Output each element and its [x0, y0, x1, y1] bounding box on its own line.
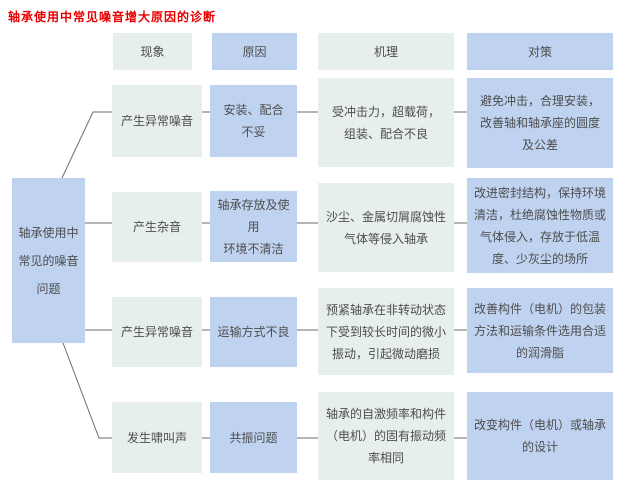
header-cause: 原因 [212, 33, 297, 70]
row1-countermeasure: 避免冲击，合理安装， 改善轴和轴承座的圆度 及公差 [467, 78, 613, 168]
row3-countermeasure: 改善构件（电机）的包装 方法和运输条件选用合适 的润滑脂 [467, 288, 613, 373]
row3-cause: 运输方式不良 [210, 297, 297, 367]
row1-phenomenon: 产生异常噪音 [112, 85, 202, 157]
row2-mechanism: 沙尘、金属切屑腐蚀性 气体等侵入轴承 [318, 183, 454, 272]
row2-phenomenon: 产生杂音 [112, 192, 202, 262]
row3-phenomenon: 产生异常噪音 [112, 297, 202, 367]
row2-cause: 轴承存放及使用 环境不清洁 [210, 191, 297, 262]
row3-mechanism: 预紧轴承在非转动状态 下受到较长时间的微小 振动，引起微动磨损 [318, 288, 454, 375]
header-countermeasure: 对策 [467, 33, 613, 70]
diagram-title: 轴承使用中常见噪音增大原因的诊断 [8, 10, 217, 24]
row1-cause: 安装、配合 不妥 [210, 85, 297, 157]
row2-countermeasure: 改进密封结构，保持环境 清洁，杜绝腐蚀性物质或 气体侵入，存放于低温 度、少灰尘… [467, 178, 613, 273]
root-node: 轴承使用中 常见的噪音 问题 [12, 178, 85, 343]
row4-countermeasure: 改变构件（电机）或轴承 的设计 [467, 392, 613, 480]
row4-cause: 共振问题 [210, 402, 297, 473]
row4-phenomenon: 发生啸叫声 [112, 402, 202, 473]
row1-mechanism: 受冲击力，超载荷， 组装、配合不良 [318, 78, 454, 167]
row4-mechanism: 轴承的自激频率和构件 （电机）的固有振动频 率相同 [318, 392, 454, 480]
header-mechanism: 机理 [318, 33, 454, 70]
header-phenomenon: 现象 [113, 33, 192, 70]
